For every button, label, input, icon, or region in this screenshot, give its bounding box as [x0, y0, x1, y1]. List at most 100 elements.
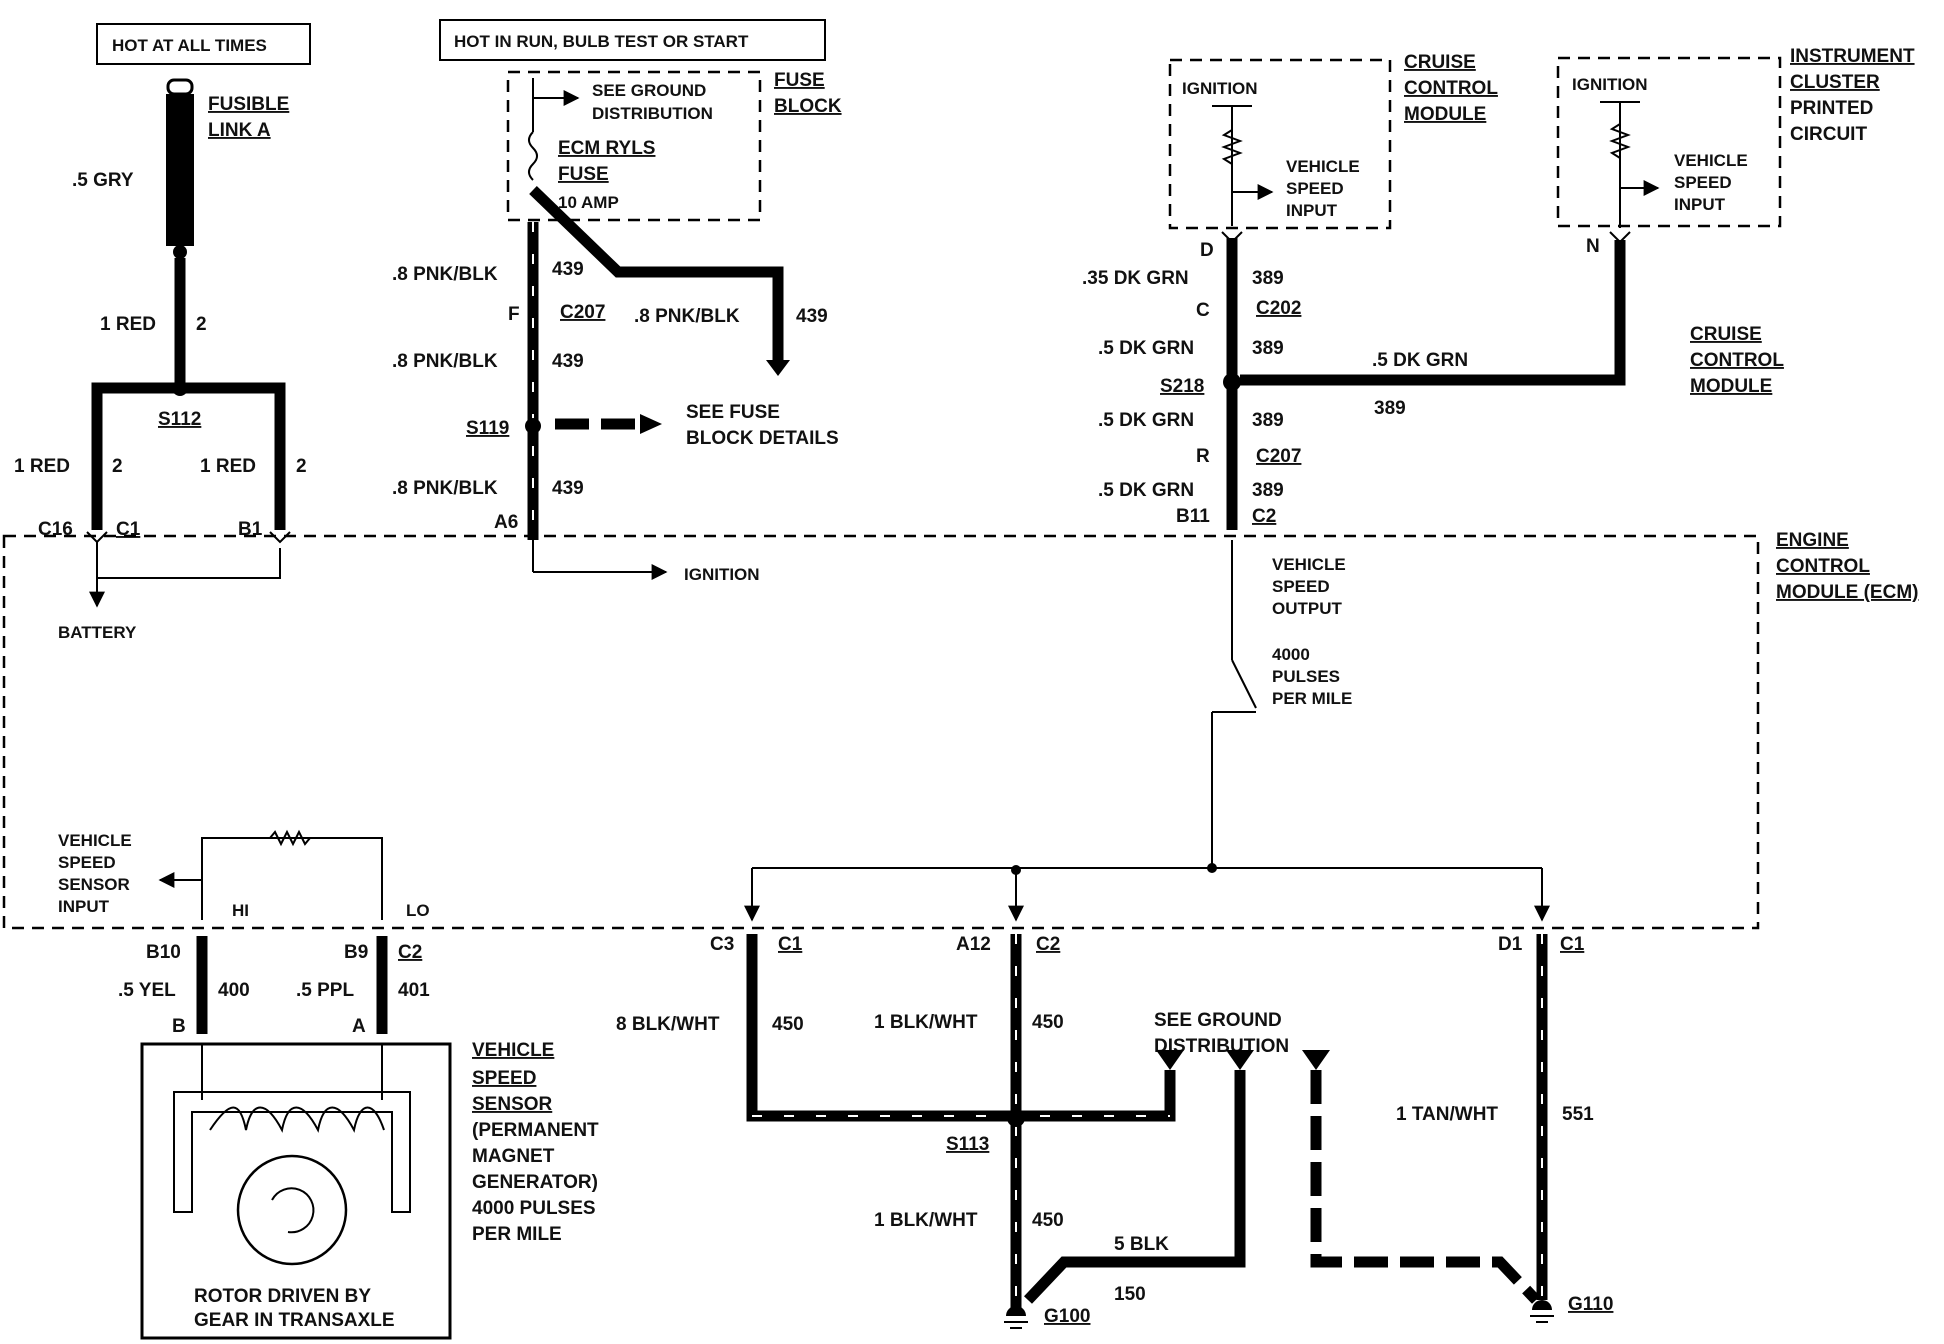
ground-ref-bottom-2: DISTRIBUTION [1154, 1036, 1289, 1057]
pin-f: F [508, 304, 520, 325]
cruise-top-vss-2: SPEED [1286, 179, 1344, 198]
splice-s112 [91, 380, 286, 530]
wire-label-red: 1 RED [100, 314, 156, 335]
cluster-title-3: PRINTED [1790, 98, 1873, 119]
wire-num-red-right: 2 [296, 456, 307, 477]
connector-c207-right: C207 [1256, 446, 1301, 467]
wire-label-pnk-branch: .8 PNK/BLK [634, 306, 740, 327]
wire-num-grn4: 389 [1252, 480, 1284, 501]
wire-label-tan: 1 TAN/WHT [1396, 1104, 1498, 1125]
hi-label: HI [232, 901, 249, 920]
fuse-details-ref: SEE FUSE [686, 402, 780, 423]
hot-in-run-box [439, 19, 826, 61]
fuse-block-title: FUSE [774, 70, 825, 91]
cruise-top-title-3: MODULE [1404, 104, 1486, 125]
rotor-label: ROTOR DRIVEN BY [194, 1286, 371, 1307]
wire-label-grn3: .5 DK GRN [1098, 410, 1194, 431]
wire-label-blk-left: 8 BLK/WHT [616, 1014, 720, 1035]
magnet-core [173, 1091, 411, 1213]
vso-label-2: SPEED [1272, 577, 1330, 596]
wire-label-grn-branch: .5 DK GRN [1372, 350, 1468, 371]
fuse-details-ref-2: BLOCK DETAILS [686, 428, 839, 449]
wire-num-grn2: 389 [1252, 338, 1284, 359]
pin-b11: B11 [1176, 506, 1210, 527]
pin-b9: B9 [344, 942, 368, 963]
cluster-title: INSTRUMENT [1790, 46, 1915, 67]
vss-desc-5: PER MILE [472, 1224, 562, 1245]
pin-c: C [1196, 300, 1210, 321]
coil-icon [209, 1106, 385, 1133]
cluster-vss-3: INPUT [1674, 195, 1726, 214]
pulses-label-2: PULSES [1272, 667, 1340, 686]
vss-input-label-4: INPUT [58, 897, 110, 916]
fuse-name: ECM RYLS [558, 138, 655, 159]
pulses-label: 4000 [1272, 645, 1310, 664]
battery-label: BATTERY [58, 623, 137, 642]
wire-num-pnk2: 439 [552, 351, 584, 372]
connector-c1-d1: C1 [1560, 934, 1585, 955]
connector-c2-bottom-left: C2 [398, 942, 422, 963]
fusible-link-title: FUSIBLE [208, 94, 289, 115]
wire-label-grn2: .5 DK GRN [1098, 338, 1194, 359]
wire-num-grn-branch: 389 [1374, 398, 1406, 419]
cruise-top-title-2: CONTROL [1404, 78, 1498, 99]
pin-a6: A6 [494, 512, 518, 533]
cluster-vss: VEHICLE [1674, 151, 1748, 170]
fuse-block-box [506, 70, 762, 222]
ground-label-g100: G100 [1044, 1306, 1090, 1327]
wire-label-grn4: .5 DK GRN [1098, 480, 1194, 501]
vss-desc-2: MAGNET [472, 1146, 555, 1167]
wire-label-gry: .5 GRY [72, 170, 134, 191]
pulses-label-3: PER MILE [1272, 689, 1352, 708]
cluster-title-2: CLUSTER [1790, 72, 1880, 93]
ecm-title: ENGINE [1776, 530, 1849, 551]
wire-label-red-right: 1 RED [200, 456, 256, 477]
fusible-link [166, 78, 194, 382]
wire-label-blk-mid: 1 BLK/WHT [874, 1012, 978, 1033]
fuse-rating: 10 AMP [558, 193, 619, 212]
ecm-title-2: CONTROL [1776, 556, 1870, 577]
ecm-ignition-label: IGNITION [684, 565, 760, 584]
pin-b: B [172, 1016, 186, 1037]
wire-num-yel: 400 [218, 980, 250, 1001]
wire-num-ppl: 401 [398, 980, 430, 1001]
vss-desc-3: GENERATOR) [472, 1172, 598, 1193]
wire-num-pnk3: 439 [552, 478, 584, 499]
ecm-box [2, 534, 1760, 930]
cluster-ignition: IGNITION [1572, 75, 1648, 94]
vso-label-3: OUTPUT [1272, 599, 1343, 618]
ground-g110-icon [1530, 1300, 1554, 1323]
splice-label-s113: S113 [946, 1134, 989, 1155]
wire-label-pnk2: .8 PNK/BLK [392, 351, 498, 372]
pin-n: N [1586, 236, 1600, 257]
wire-num-pnk1: 439 [552, 259, 584, 280]
wire-num-blk-mid: 450 [1032, 1012, 1064, 1033]
ground-ref-top-2: DISTRIBUTION [592, 104, 713, 123]
pin-d1: D1 [1498, 934, 1523, 955]
wire-num-red: 2 [196, 314, 207, 335]
cruise-right-title-2: CONTROL [1690, 350, 1784, 371]
wire-label-ppl: .5 PPL [296, 980, 354, 1001]
pin-a: A [352, 1016, 366, 1037]
hot-at-all-times-box [96, 23, 311, 65]
vss-input-label-3: SENSOR [58, 875, 130, 894]
vss-title-2: SPEED [472, 1068, 536, 1089]
wire-num-tan: 551 [1562, 1104, 1594, 1125]
lo-label: LO [406, 901, 430, 920]
wire-label-blk5: 5 BLK [1114, 1234, 1169, 1255]
connector-c2-top: C2 [1252, 506, 1276, 527]
ground-ref-bottom: SEE GROUND [1154, 1010, 1282, 1031]
splice-label-s218: S218 [1160, 376, 1204, 397]
wire-label-pnk3: .8 PNK/BLK [392, 478, 498, 499]
pin-r: R [1196, 446, 1210, 467]
wire-num-blk5: 150 [1114, 1284, 1146, 1305]
rotor-label-2: GEAR IN TRANSAXLE [194, 1310, 395, 1331]
wire-num-pnk-branch: 439 [796, 306, 828, 327]
wire-label-red-left: 1 RED [14, 456, 70, 477]
cruise-top-title: CRUISE [1404, 52, 1476, 73]
splice-label-s112: S112 [158, 409, 201, 430]
cluster-title-4: CIRCUIT [1790, 124, 1867, 145]
wire-label-pnk1: .8 PNK/BLK [392, 264, 498, 285]
fuse-name-2: FUSE [558, 164, 609, 185]
